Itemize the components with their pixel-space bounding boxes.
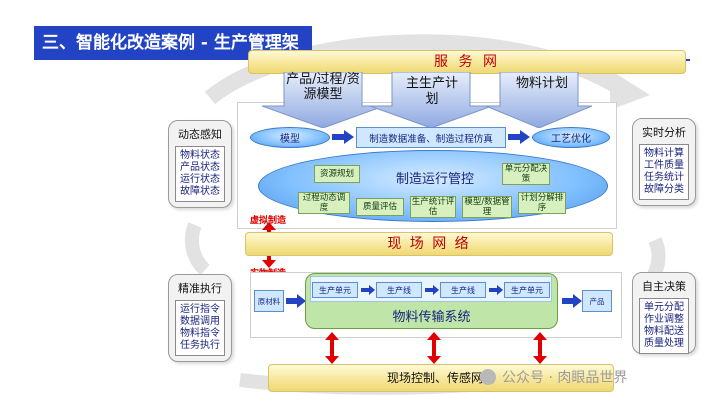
optimization-ellipse: 工艺优化 (532, 127, 610, 148)
op-box-scheduling: 过程动态调度 (298, 192, 350, 214)
list-item: 故障分类 (644, 184, 684, 195)
service-network-bar: 服 务 网 (248, 50, 686, 74)
execution-title: 精准执行 (178, 282, 222, 295)
list-item: 单元分配 (644, 302, 684, 313)
perception-title: 动态感知 (178, 128, 222, 141)
list-item: 物料计算 (644, 148, 684, 159)
execution-panel: 精准执行 运行指令 数据调用 物料指令 任务执行 (168, 274, 232, 362)
list-item: 任务统计 (644, 172, 684, 183)
op-box-quality: 质量评估 (356, 198, 404, 216)
op-box-plan-sequencing: 计划分解排序 (518, 192, 566, 214)
arrow-right-icon (332, 130, 354, 144)
list-item: 故障状态 (180, 186, 220, 197)
wechat-icon (480, 369, 496, 385)
arrow-right-icon (286, 294, 306, 308)
analysis-panel: 实时分析 物料计算 工件质量 任务统计 故障分类 (632, 118, 696, 206)
list-item: 任务执行 (180, 340, 220, 351)
double-arrow-icon (325, 332, 339, 364)
list-item: 产品状态 (180, 162, 220, 173)
production-unit-box: 生产单元 (504, 282, 550, 298)
list-item: 数据调用 (180, 316, 220, 327)
list-item: 物料配送 (644, 326, 684, 337)
arrow-label-master-plan: 主生产计 划 (405, 76, 458, 107)
analysis-title: 实时分析 (642, 126, 686, 139)
model-ellipse: 模型 (250, 127, 330, 148)
arrow-label-material-plan: 物料计划 (516, 76, 569, 91)
watermark-text: 公众号 · 肉眼品世界 (502, 370, 628, 386)
arrow-right-icon (508, 130, 530, 144)
optimization-label: 工艺优化 (551, 134, 591, 145)
transport-system-label: 物料传输系统 (392, 310, 471, 325)
double-arrow-icon (427, 332, 441, 364)
list-item: 作业调整 (644, 314, 684, 325)
model-label: 模型 (280, 134, 300, 145)
raw-material-box: 原材料 (254, 290, 284, 312)
decision-title: 自主决策 (642, 280, 686, 293)
production-line-box: 生产线 (440, 282, 486, 298)
list-item: 运行指令 (180, 304, 220, 315)
list-item: 运行状态 (180, 174, 220, 185)
perception-panel: 动态感知 物料状态 产品状态 运行状态 故障状态 (168, 120, 232, 208)
list-item: 质量处理 (644, 338, 684, 349)
operations-title: 制造运行管控 (395, 172, 474, 187)
analysis-list: 物料计算 工件质量 任务统计 故障分类 (639, 144, 689, 200)
op-box-statistics: 生产统计评估 (410, 196, 456, 218)
list-item: 物料状态 (180, 150, 220, 161)
arrow-right-icon (425, 285, 439, 295)
op-box-data-management: 模型/数据管理 (462, 196, 512, 218)
execution-list: 运行指令 数据调用 物料指令 任务执行 (175, 300, 225, 356)
arrow-right-icon (562, 294, 582, 308)
decision-panel: 自主决策 单元分配 作业调整 物料配送 质量处理 (632, 272, 696, 354)
plan-arrows (262, 72, 592, 128)
op-box-unit-decision: 单元分配决策 (502, 163, 550, 185)
list-item: 物料指令 (180, 328, 220, 339)
production-unit-box: 生产单元 (312, 282, 358, 298)
production-line-box: 生产线 (376, 282, 422, 298)
field-network-bar: 现 场 网 络 (245, 232, 613, 256)
watermark: 公众号 · 肉眼品世界 (480, 366, 702, 388)
arrow-right-icon (361, 285, 375, 295)
list-item: 工件质量 (644, 160, 684, 171)
simulation-box: 制造数据准备、制造过程仿真 (356, 127, 506, 148)
product-box: 产品 (582, 290, 612, 312)
arrow-right-icon (489, 285, 503, 295)
arrow-label-model: 产品/过程/资源模型 (286, 72, 360, 102)
double-arrow-icon (533, 332, 547, 364)
control-sensor-network-bar: 现场控制、传感网络 (268, 364, 614, 392)
op-box-resource: 资源规划 (314, 165, 360, 183)
decision-list: 单元分配 作业调整 物料配送 质量处理 (639, 298, 689, 354)
perception-list: 物料状态 产品状态 运行状态 故障状态 (175, 146, 225, 202)
virtual-manufacturing-label: 虚拟制造 (250, 216, 287, 226)
